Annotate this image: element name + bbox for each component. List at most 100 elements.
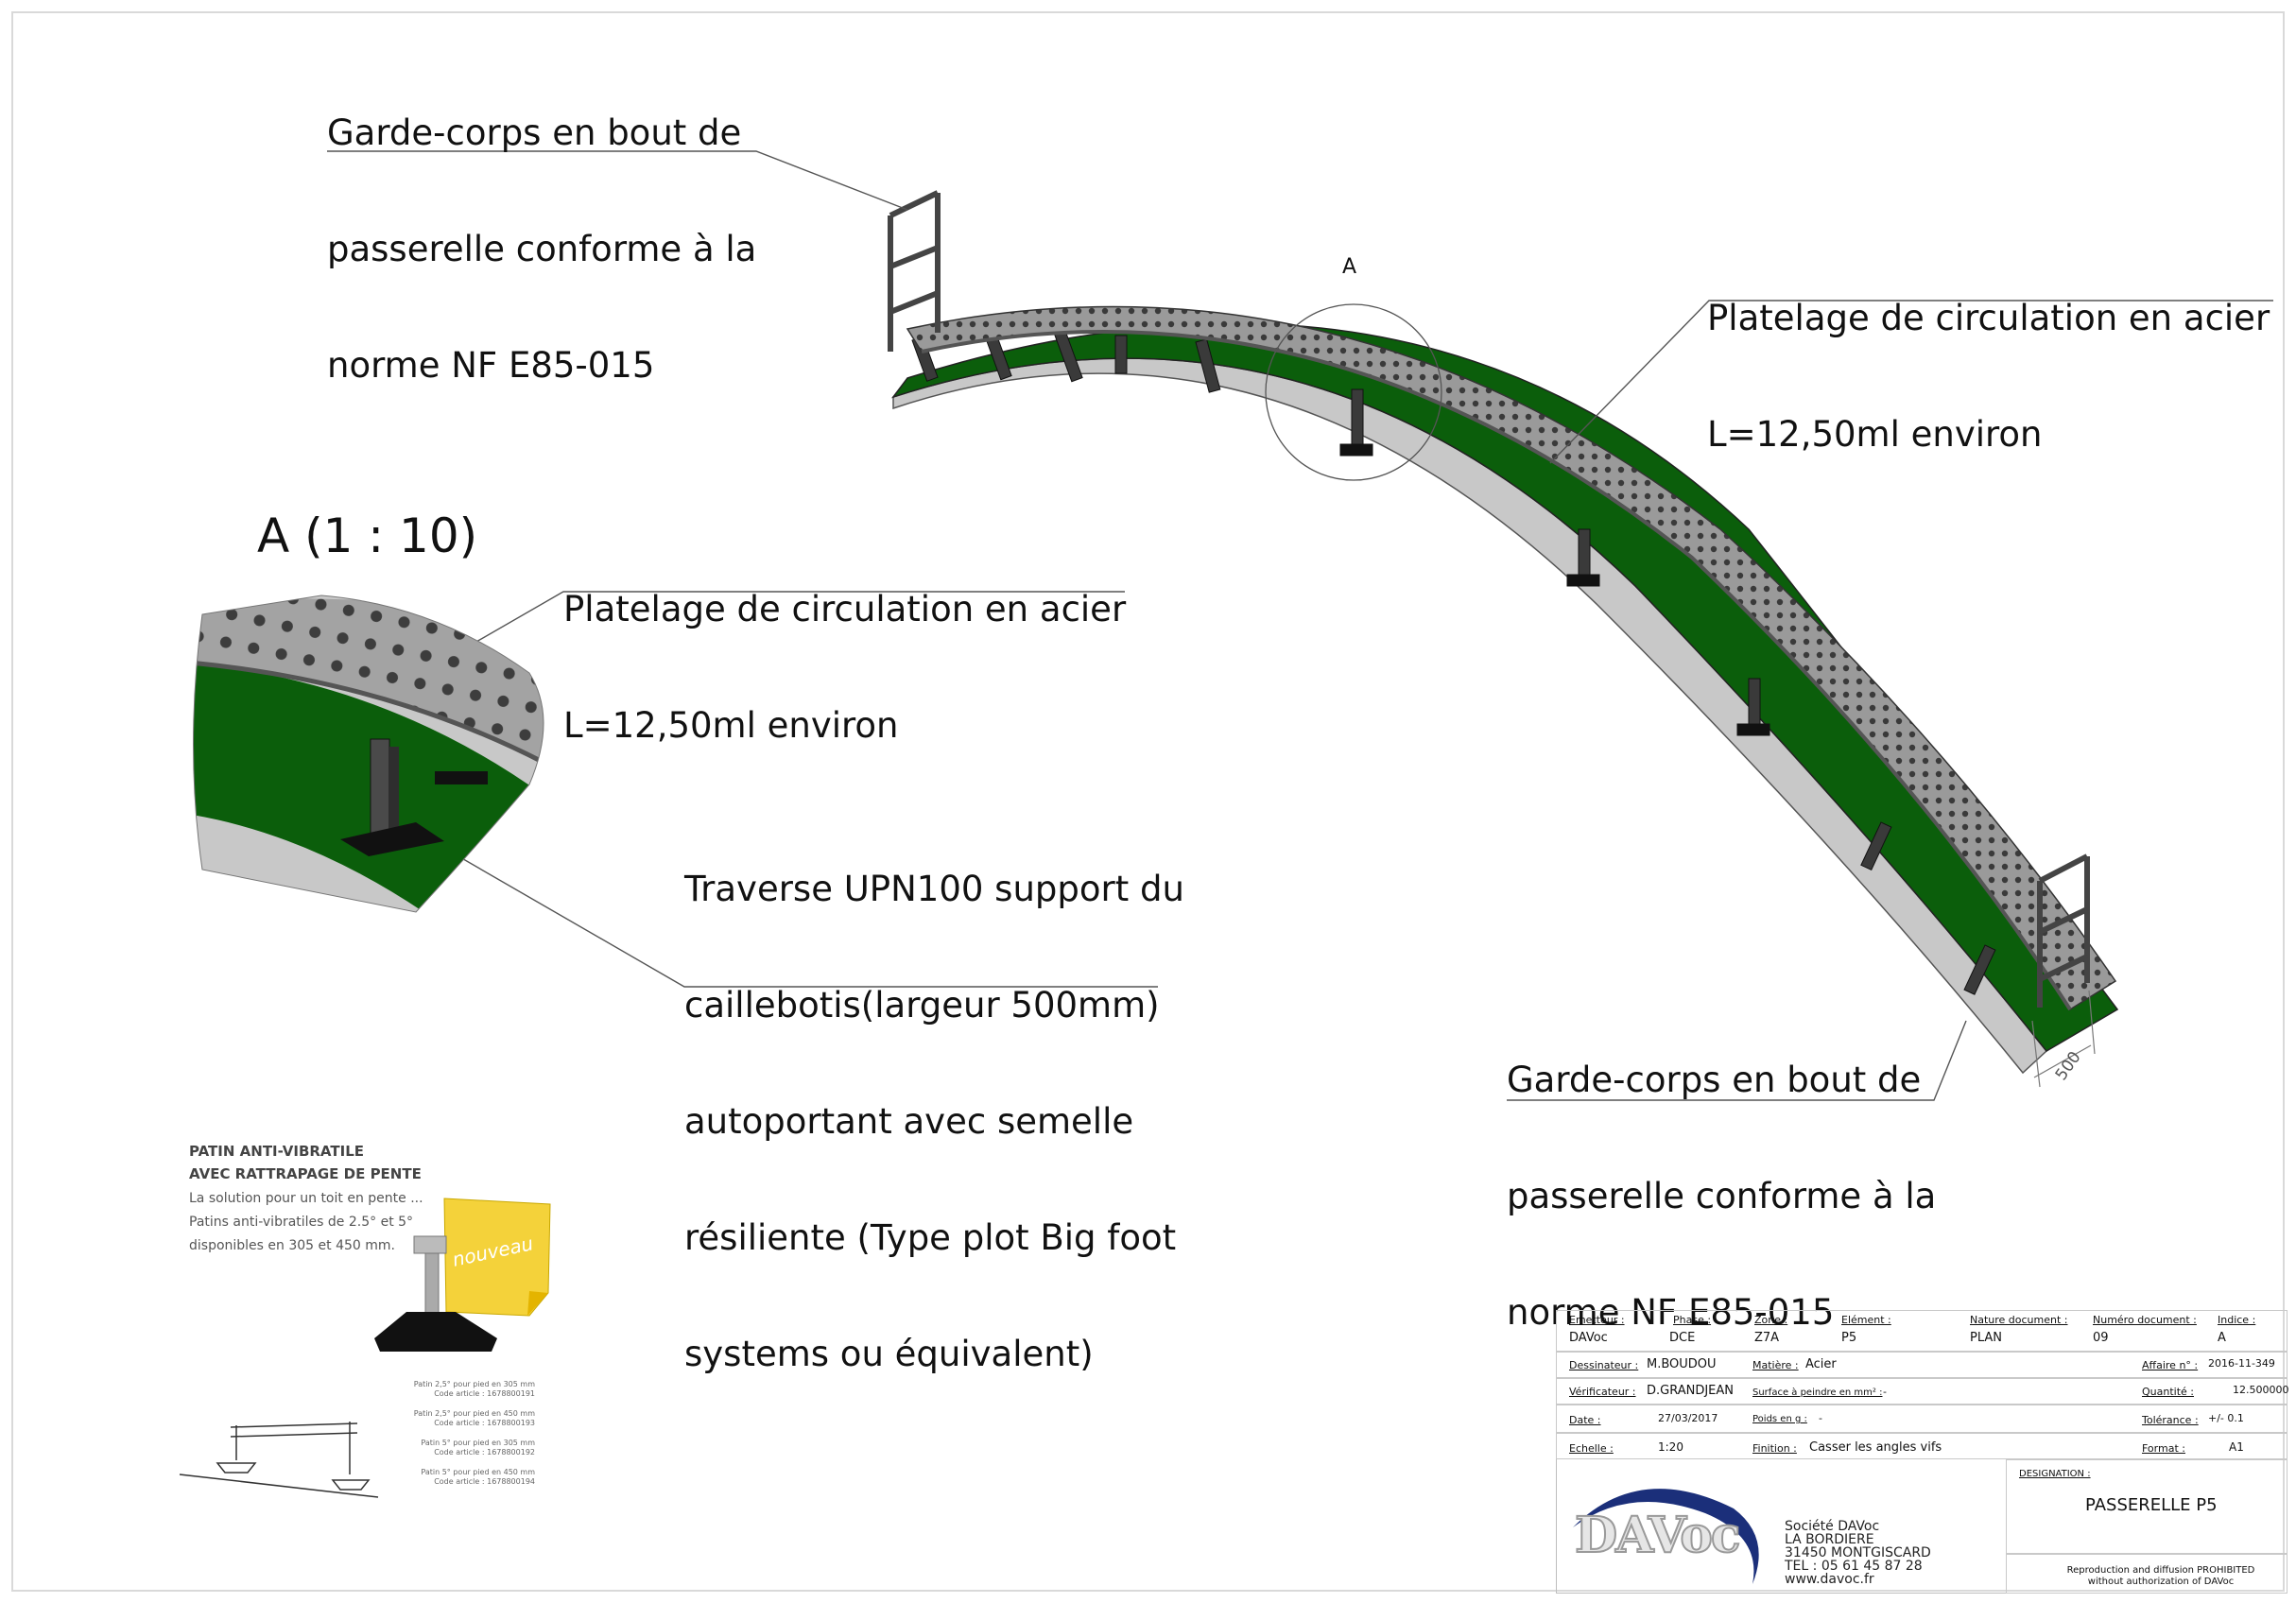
product-text: La solution pour un toit en pente ... Pa…: [189, 1187, 423, 1258]
product-text-line: La solution pour un toit en pente ...: [189, 1191, 423, 1206]
product-text-line: disponibles en 305 et 450 mm.: [189, 1238, 395, 1253]
nature-label: Nature document :: [1970, 1314, 2068, 1326]
indice-label: Indice :: [2218, 1314, 2256, 1326]
code-line: Patin 5° pour pied en 305 mm: [421, 1439, 535, 1447]
callout-line: autoportant avec semelle: [684, 1101, 1134, 1142]
phase-label: Phase :: [1673, 1314, 1712, 1326]
davoc-logo-swoosh: [1573, 1489, 1759, 1584]
callout-line: Traverse UPN100 support du: [684, 869, 1184, 909]
callout-deck-detail: Platelage de circulation en acier L=12,5…: [563, 512, 1126, 784]
callout-line: L=12,50ml environ: [1707, 414, 2043, 455]
repro-line: Reproduction and diffusion PROHIBITED: [2066, 1565, 2255, 1576]
callout-railing-bottom: Garde-corps en bout de passerelle confor…: [1507, 983, 1936, 1370]
quantite-value: 12.500000: [2233, 1384, 2289, 1396]
nature-value: PLAN: [1970, 1331, 2002, 1345]
finition-value: Casser les angles vifs: [1809, 1440, 1942, 1455]
reproduction-notice: Reproduction and diffusion PROHIBITED wi…: [2047, 1565, 2274, 1588]
detail-marker-a: A: [1342, 255, 1357, 279]
tolerance-value: +/- 0.1: [2208, 1412, 2244, 1424]
matiere-value: Acier: [1805, 1357, 1837, 1371]
callout-line: norme NF E85-015: [327, 345, 655, 386]
company-line: Société DAVoc: [1785, 1519, 1880, 1534]
dimension-500: [2031, 990, 2096, 1088]
zone-label: Zone :: [1754, 1314, 1788, 1326]
callout-line: résiliente (Type plot Big foot: [684, 1217, 1177, 1258]
railing-top: [888, 190, 941, 352]
drawing-frame: [11, 11, 2285, 1592]
callout-line: Platelage de circulation en acier: [563, 589, 1127, 629]
nouveau-badge: nouveau: [450, 1232, 536, 1271]
product-title-line: AVEC RATTRAPAGE DE PENTE: [189, 1165, 422, 1182]
railing-bottom: [2037, 853, 2090, 1008]
phase-value: DCE: [1669, 1331, 1696, 1345]
affaire-label: Affaire n° :: [2142, 1359, 2199, 1371]
roof-surface: [890, 322, 2119, 1052]
code-line: Patin 2,5° pour pied en 450 mm: [413, 1409, 535, 1418]
numero-label: Numéro document :: [2093, 1314, 2197, 1326]
echelle-value: 1:20: [1658, 1440, 1683, 1454]
indice-value: A: [2218, 1331, 2226, 1345]
callout-line: passerelle conforme à la: [327, 229, 757, 269]
row-5: [1556, 1433, 2287, 1459]
quantite-label: Quantité :: [2142, 1386, 2194, 1398]
date-label: Date :: [1569, 1414, 1601, 1426]
callout-line: caillebotis(largeur 500mm): [684, 985, 1160, 1026]
repro-line: without authorization of DAVoc: [2087, 1577, 2235, 1587]
date-value: 27/03/2017: [1658, 1412, 1718, 1424]
product-inset-drawing: [179, 1198, 551, 1498]
callout-line: passerelle conforme à la: [1507, 1176, 1937, 1216]
element-value: P5: [1841, 1331, 1857, 1345]
product-title: PATIN ANTI-VIBRATILE AVEC RATTRAPAGE DE …: [189, 1140, 422, 1185]
zone-value: Z7A: [1754, 1331, 1780, 1345]
callout-line: Garde-corps en bout de: [1507, 1060, 1922, 1100]
code-line: Patin 5° pour pied en 450 mm: [421, 1468, 535, 1476]
product-text-line: Patins anti-vibratiles de 2.5° et 5°: [189, 1215, 414, 1230]
verificateur-label: Vérificateur :: [1569, 1386, 1636, 1398]
row-1: [1556, 1310, 2287, 1352]
callout-line: systems ou équivalent): [684, 1334, 1094, 1374]
dessinateur-value: M.BOUDOU: [1647, 1357, 1717, 1371]
detail-circle-a: [1265, 303, 1442, 481]
dessinateur-label: Dessinateur :: [1569, 1359, 1639, 1371]
company-line: 31450 MONTGISCARD: [1785, 1545, 1931, 1560]
callout-line: Garde-corps en bout de: [327, 112, 742, 153]
product-inset: PATIN ANTI-VIBRATILE AVEC RATTRAPAGE DE …: [176, 1134, 573, 1503]
echelle-label: Echelle :: [1569, 1442, 1614, 1455]
code-line: Patin 2,5° pour pied en 305 mm: [413, 1380, 535, 1388]
designation-box: [2006, 1459, 2287, 1554]
title-block: Emetteur : DAVoc Phase : DCE Zone : Z7A …: [1556, 1310, 2289, 1594]
poids-value: -: [1819, 1412, 1822, 1424]
matiere-label: Matière :: [1752, 1359, 1799, 1371]
row-2: [1556, 1352, 2287, 1378]
poids-label: Poids en g :: [1752, 1414, 1807, 1424]
detail-title: A (1 : 10): [257, 508, 478, 563]
code-line: Code article : 1678800192: [434, 1448, 535, 1456]
surface-value: -: [1883, 1386, 1887, 1398]
callout-railing-top: Garde-corps en bout de passerelle confor…: [327, 36, 756, 423]
company-line: TEL : 05 61 45 87 28: [1785, 1559, 1923, 1574]
company-address: Société DAVoc LA BORDIERE 31450 MONTGISC…: [1785, 1520, 1931, 1586]
numero-value: 09: [2093, 1331, 2109, 1345]
company-line: LA BORDIERE: [1785, 1532, 1874, 1547]
product-title-line: PATIN ANTI-VIBRATILE: [189, 1143, 364, 1160]
surface-label: Surface à peindre en mm² :: [1752, 1388, 1883, 1398]
tolerance-label: Tolérance :: [2142, 1414, 2199, 1426]
repro-box: [2006, 1554, 2287, 1594]
finition-label: Finition :: [1752, 1442, 1797, 1455]
format-value: A1: [2229, 1440, 2244, 1454]
code-line: Code article : 1678800191: [434, 1389, 535, 1398]
emetteur-value: DAVoc: [1569, 1331, 1608, 1345]
emetteur-label: Emetteur :: [1569, 1314, 1625, 1326]
verificateur-value: D.GRANDJEAN: [1647, 1384, 1735, 1398]
designation-value: PASSERELLE P5: [2085, 1495, 2218, 1515]
designation-label: DESIGNATION :: [2019, 1469, 2091, 1479]
code-line: Code article : 1678800193: [434, 1419, 535, 1427]
walkway-3d-view: [888, 190, 2119, 1088]
callout-line: norme NF E85-015: [1507, 1292, 1835, 1333]
davoc-logo: DAVoc: [1574, 1506, 1742, 1565]
affaire-value: 2016-11-349: [2208, 1357, 2275, 1370]
company-line: www.davoc.fr: [1785, 1572, 1874, 1587]
